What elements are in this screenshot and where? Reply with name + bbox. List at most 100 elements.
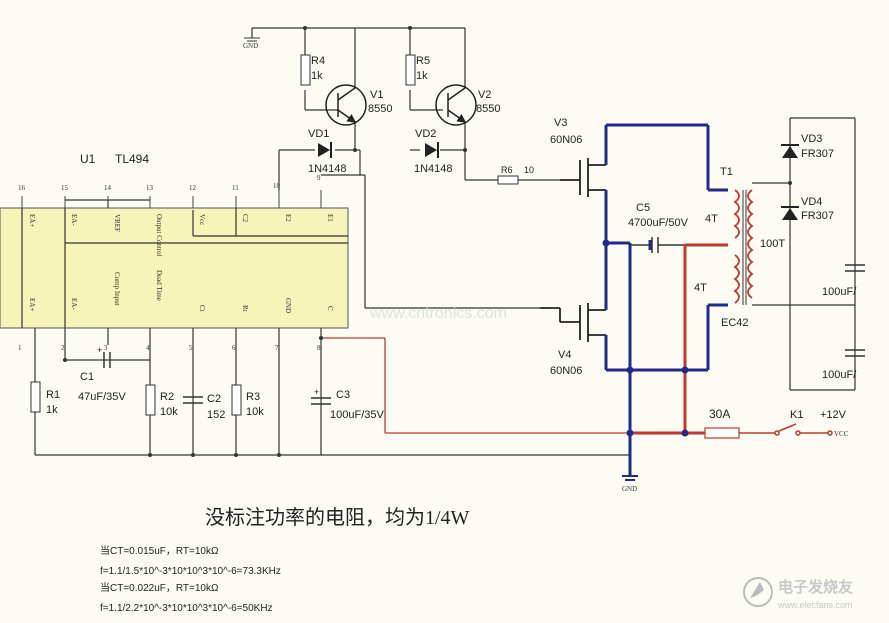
r2-value: 10k <box>160 406 178 418</box>
pin-7-num: 7 <box>275 344 279 352</box>
heavy-wires <box>604 123 728 475</box>
r5-resistor <box>405 54 416 86</box>
v1-value: 8550 <box>368 103 392 115</box>
v3-mosfet <box>560 158 606 197</box>
r1-value: 1k <box>46 404 58 416</box>
logo-cn: 电子发烧友 <box>778 578 853 596</box>
v3-value: 60N06 <box>550 134 582 146</box>
r6-ref: R6 <box>501 165 513 175</box>
r4-ref: R4 <box>311 55 325 67</box>
pin-8-name: C <box>326 306 334 311</box>
vd3-diode <box>781 144 799 158</box>
c3-capacitor <box>311 397 331 405</box>
pin-11-name: C2 <box>241 214 249 223</box>
c1-ref: C1 <box>80 371 94 383</box>
t1-primary-a: 4T <box>705 213 718 225</box>
pin-3-name: Comp Input <box>113 272 121 306</box>
pin-4-num: 4 <box>146 344 150 352</box>
note-line-4: f=1.1/2.2*10^-3*10*10^3*10^-6=50KHz <box>100 603 273 614</box>
note-line-1: 当CT=0.015uF，RT=10kΩ <box>100 544 219 557</box>
ic-top-pins <box>21 190 322 208</box>
pin-14-name: VREF <box>113 214 121 232</box>
k1-switch <box>774 423 833 436</box>
r4-value: 1k <box>311 70 323 82</box>
ic-ref: U1 <box>80 152 96 166</box>
gnd-bottom-label: GND <box>622 485 637 493</box>
c3-value: 100uF/35V <box>330 409 384 421</box>
elecfans-logo <box>743 577 773 607</box>
secondary-wires <box>752 117 856 391</box>
pin-5-num: 5 <box>189 344 193 352</box>
v2-transistor <box>435 84 477 126</box>
pin-12-name: Vcc <box>198 214 206 225</box>
pin-13-name: Output Control <box>155 214 163 257</box>
output-cap-1-value: 100uF/ <box>822 286 857 298</box>
watermark: www.cntronics.com <box>369 305 507 322</box>
pin-16-name: EA+ <box>28 214 36 227</box>
c3-ref: C3 <box>336 389 350 401</box>
r6-resistor <box>497 175 519 185</box>
pin-13-num: 13 <box>146 184 154 192</box>
vd3-ref: VD3 <box>801 133 822 145</box>
supply-net: VCC <box>834 430 849 438</box>
vd1-diode <box>318 142 332 158</box>
c2-ref: C2 <box>207 393 221 405</box>
v4-ref: V4 <box>558 349 571 361</box>
pin-2-name: EA- <box>70 298 78 310</box>
r1-resistor <box>30 381 41 413</box>
ic-part: TL494 <box>115 152 149 166</box>
t1-primary-b: 4T <box>694 282 707 294</box>
vd2-diode <box>425 142 439 158</box>
pin-12-num: 12 <box>189 184 197 192</box>
v4-mosfet <box>540 303 606 342</box>
svg-text:+: + <box>314 387 319 397</box>
fuse-30a <box>704 427 740 439</box>
c5-value: 4700uF/50V <box>628 217 689 229</box>
v2-value: 8550 <box>476 103 500 115</box>
ic-body <box>0 207 349 329</box>
vd1-value: 1N4148 <box>308 163 347 175</box>
c1-capacitor <box>103 352 111 368</box>
driver-wires <box>251 27 560 309</box>
pin-10-name: E2 <box>284 214 292 222</box>
pin-16-num: 16 <box>18 184 26 192</box>
pin-15-name: EA- <box>70 214 78 226</box>
r5-ref: R5 <box>416 55 430 67</box>
c5-ref: C5 <box>636 202 650 214</box>
vd4-ref: VD4 <box>801 196 822 208</box>
output-cap-1 <box>845 264 865 272</box>
c2-value: 152 <box>207 409 225 421</box>
t1-ref: T1 <box>720 166 733 178</box>
vd1-ref: VD1 <box>308 128 329 140</box>
r2-ref: R2 <box>160 391 174 403</box>
r1-ref: R1 <box>46 389 60 401</box>
t1-transformer <box>733 189 740 304</box>
svg-text:+: + <box>97 345 102 355</box>
t1-core: EC42 <box>721 317 749 329</box>
pin-9-name: E1 <box>326 214 334 222</box>
pin-1-num: 1 <box>18 344 22 352</box>
output-cap-2 <box>845 349 865 357</box>
logo-url: www.elecfans.com <box>777 600 853 610</box>
note-line-2: f=1.1/1.5*10^-3*10*10^3*10^-6=73.3KHz <box>100 566 281 577</box>
pin-3-num: 3 <box>104 344 108 352</box>
r6-value: 10 <box>524 165 534 175</box>
vd4-value: FR307 <box>801 210 834 222</box>
pin-1-name: EA+ <box>28 298 36 311</box>
pin-10-num: 10 <box>273 182 281 190</box>
pin-11-num: 11 <box>232 184 239 192</box>
vd2-ref: VD2 <box>415 128 436 140</box>
v2-ref: V2 <box>478 89 491 101</box>
resistor-note: 没标注功率的电阻，均为1/4W <box>205 506 470 529</box>
c5-capacitor <box>630 237 685 253</box>
junction-dots <box>602 239 689 437</box>
power-wire-heavy <box>630 243 728 435</box>
pin-7-name: GND <box>284 298 292 313</box>
pin-2-num: 2 <box>61 344 65 352</box>
ic-internal-wires <box>21 199 348 328</box>
r3-value: 10k <box>246 406 264 418</box>
k1-ref: K1 <box>790 409 803 421</box>
gnd-top-symbol <box>244 37 260 42</box>
vd2-value: 1N4148 <box>414 163 453 175</box>
